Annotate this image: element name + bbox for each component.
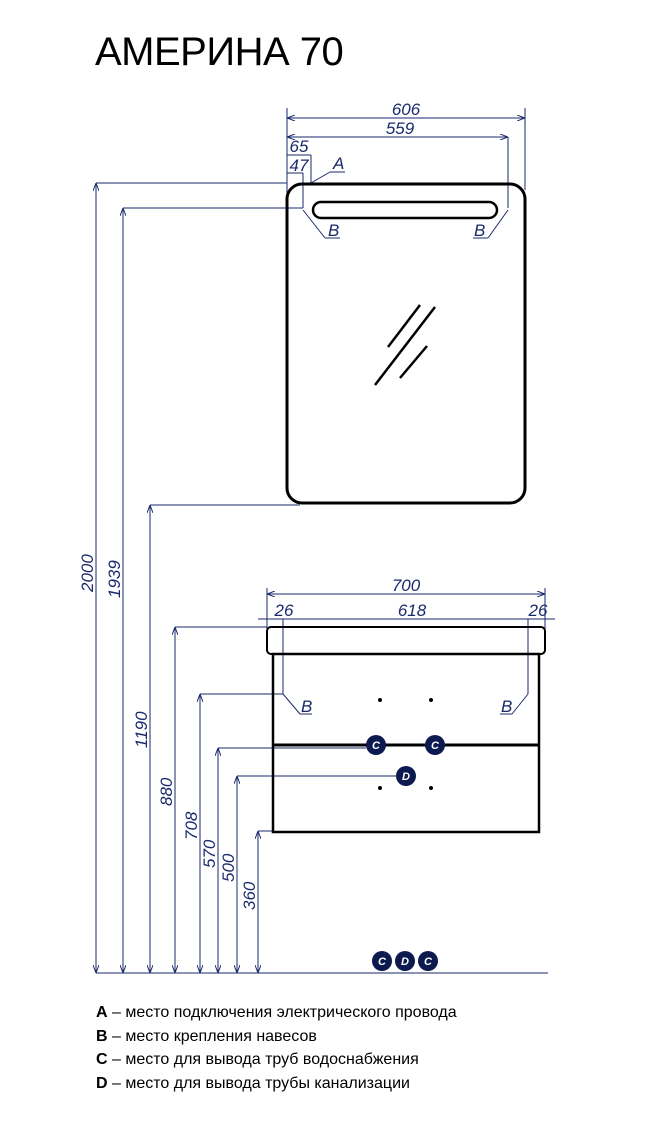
label-b: B [474,221,485,240]
marker-d: D [396,766,416,786]
dim-360: 360 [240,881,259,910]
marker-c-left: C [366,735,386,755]
label-b: B [301,697,312,716]
svg-text:C: C [372,740,381,752]
dim-26-left: 26 [274,601,294,620]
dim-700: 700 [392,576,421,595]
floor-marker-c-right: C [418,951,438,971]
floor-marker-c-left: C [372,951,392,971]
svg-text:D: D [402,771,410,783]
dim-2000: 2000 [78,554,97,593]
dim-606: 606 [392,100,421,119]
legend-item-c: C – место для вывода труб водоснабжения [96,1051,419,1068]
dim-559: 559 [386,119,415,138]
dim-708: 708 [182,811,201,840]
dim-570: 570 [200,839,219,868]
dim-1190: 1190 [132,711,151,748]
floor-marker-d: D [395,951,415,971]
dim-1939: 1939 [105,560,124,598]
legend-item-d: D – место для вывода трубы канализации [96,1074,410,1092]
svg-text:C: C [431,740,440,752]
mirror-outline [285,182,527,505]
label-b: B [501,697,512,716]
svg-text:C: C [378,956,387,968]
mirror-reflection-icon [374,304,436,386]
legend: A – место подключения электрического про… [96,1001,457,1095]
legend-item-b: B – место крепления навесов [96,1027,317,1045]
marker-c-right: C [425,735,445,755]
dim-500: 500 [219,853,238,882]
page-title: АМЕРИНА 70 [95,30,344,74]
cabinet-body [271,652,541,834]
dim-47: 47 [290,156,309,175]
cabinet-worktop [266,626,546,655]
fixing-dots [378,698,433,790]
label-b: B [328,221,339,240]
legend-item-a: A – место подключения электрического про… [96,1004,457,1021]
svg-text:D: D [401,956,409,968]
dim-880: 880 [157,777,176,806]
dim-618: 618 [398,601,427,620]
dim-65: 65 [290,137,309,156]
light-strip [311,200,499,220]
svg-text:C: C [424,956,433,968]
dim-26-right: 26 [528,601,548,620]
label-a: A [332,154,344,173]
